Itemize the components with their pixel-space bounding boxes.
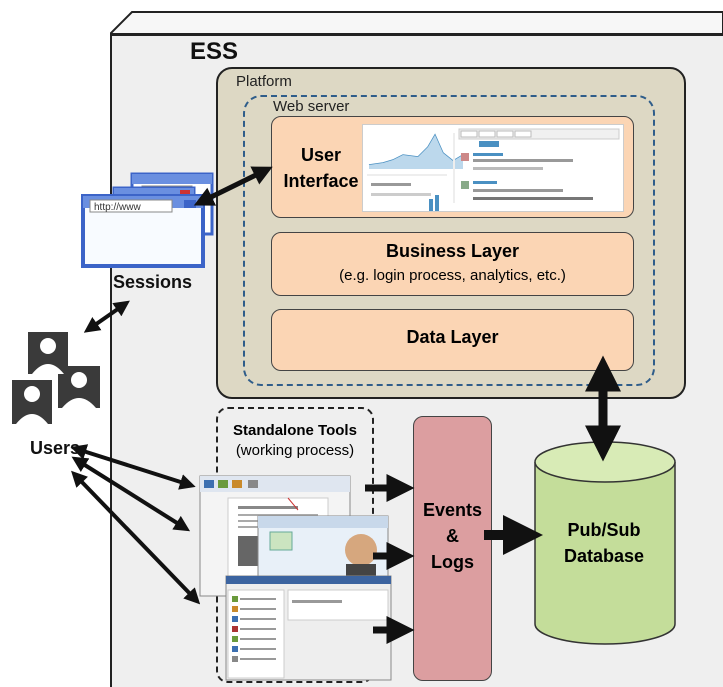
events-label-line1: Events: [422, 500, 483, 520]
double-arrow-icon: [71, 470, 201, 605]
screenshot-thumbnail: [362, 124, 624, 212]
database-label-line2: Database: [563, 546, 645, 566]
double-arrow-icon: [193, 166, 273, 206]
pub-sub-database-cylinder: [534, 441, 676, 645]
browser-window-icon: http://www: [81, 172, 214, 268]
events-logs-label: Events & Logs: [413, 497, 492, 575]
standalone-tools-title: Standalone Tools: [233, 422, 357, 439]
data-layer: [271, 309, 634, 371]
events-label-line3: Logs: [431, 552, 474, 572]
pub-sub-database-label: Pub/Sub Database: [536, 517, 672, 569]
standalone-tools-subtitle: (working process): [235, 442, 355, 459]
standalone-tools-screenshots: [199, 475, 392, 681]
sessions-label: Sessions: [113, 272, 193, 292]
ui-label-line1: User: [300, 145, 342, 165]
ess-title: ESS: [190, 38, 239, 65]
web-server-label: Web server: [273, 98, 350, 115]
user-interface-label: User Interface: [278, 142, 364, 194]
web-server-container: [243, 95, 655, 386]
events-label-line2: &: [446, 526, 459, 546]
browser-url-text: http://www: [94, 202, 141, 213]
business-layer-title: Business Layer: [385, 241, 520, 261]
data-layer-title: Data Layer: [406, 327, 499, 347]
business-layer-subtitle: (e.g. login process, analytics, etc.): [339, 267, 566, 284]
users-label: Users: [30, 438, 81, 458]
double-arrow-icon: [70, 444, 196, 490]
ui-label-line2: Interface: [283, 171, 359, 191]
database-label-line1: Pub/Sub: [567, 520, 641, 540]
platform-label: Platform: [236, 73, 292, 90]
double-arrow-icon: [83, 300, 130, 333]
user-silhouette-icon: [12, 332, 100, 424]
business-layer: [271, 232, 634, 296]
